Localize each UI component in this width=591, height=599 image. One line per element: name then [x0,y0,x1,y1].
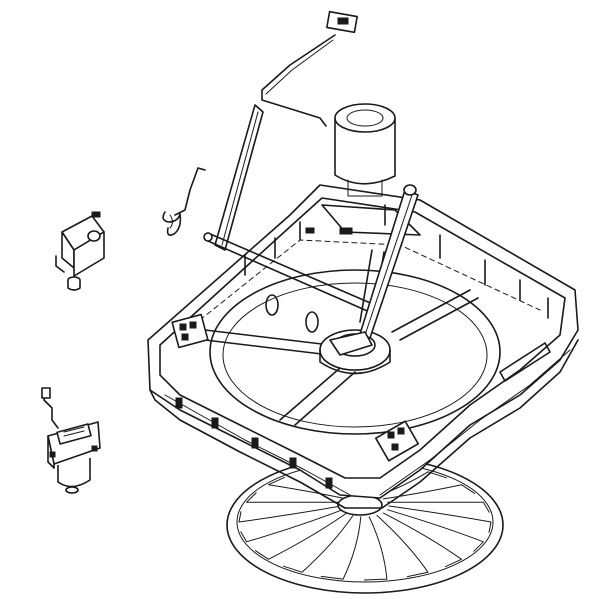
wire-connector-top [326,10,358,34]
cross-brace-left [204,329,331,346]
fan-blade [255,512,348,560]
housing-hidden-line [199,239,541,321]
fan-blade [268,476,348,500]
spring-coils [265,294,319,333]
fan-blade [387,509,484,552]
left-lift-arm [214,104,264,251]
fan-blade [382,484,475,500]
housing-front-skirt [149,339,579,509]
torsion-spring [162,167,206,236]
motor-mount-tray [321,204,421,236]
cross-brace-front [279,367,341,421]
side-handle-slot [499,342,551,382]
motor [334,103,396,197]
housing-inner-wall [159,197,566,479]
fan-blade [382,512,462,568]
cross-brace-right [391,289,471,333]
fan-blade [387,501,490,513]
fan-blade [283,515,354,573]
terminal-block-right [374,420,420,462]
switch-hole [87,230,101,242]
fan-blade [376,515,429,578]
hub-bracket [329,331,373,356]
fan-blade-wheel [226,456,504,594]
fan-blade [320,516,362,580]
fan-opening [209,269,501,435]
lift-arm-assembly [203,10,419,356]
motor-top-cap [334,103,396,133]
fan-blade [238,505,342,523]
fan-blade [363,516,388,581]
pivot-rod [207,232,376,306]
limit-switch [55,211,105,291]
actuator-motor [41,387,101,494]
terminal-block-left [171,313,209,349]
housing-ribs [244,204,549,319]
fan-blade [240,509,343,543]
lift-wire [261,34,336,127]
fan-blade [388,505,492,533]
fan-blade [246,492,343,503]
housing-front-clips [175,397,333,489]
cross-brace-rear [359,249,373,323]
